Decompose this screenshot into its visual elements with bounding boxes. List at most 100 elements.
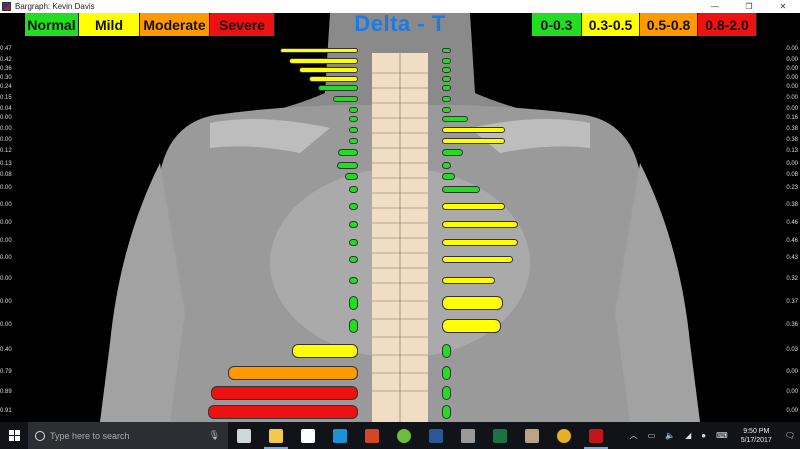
clock-time: 9:50 PM (743, 427, 770, 435)
left-value-label: 0.00 (0, 220, 12, 226)
right-bar (442, 255, 513, 263)
taskbar-app-powerpoint[interactable] (356, 422, 388, 449)
left-bar (349, 138, 358, 144)
taskbar-app-app-photo[interactable] (516, 422, 548, 449)
left-value-label: 0.00 (0, 202, 12, 208)
taskbar-app-excel[interactable] (484, 422, 516, 449)
right-bar (442, 85, 451, 91)
start-button[interactable] (0, 422, 28, 449)
left-bar (349, 255, 358, 263)
right-value-label: 0.46 (786, 238, 798, 244)
taskbar-app-task-view[interactable] (228, 422, 260, 449)
left-bar (349, 107, 358, 113)
right-bar (442, 276, 495, 284)
right-value-label: 0.36 (786, 322, 798, 328)
taskbar-apps (228, 422, 612, 449)
left-bar (344, 172, 358, 180)
left-bar (227, 366, 358, 380)
battery-icon[interactable]: ▭ (647, 431, 656, 440)
left-bar (280, 47, 358, 53)
left-value-label: 0.42 (0, 57, 12, 63)
right-value-label: 0.43 (786, 255, 798, 261)
right-bar (442, 405, 451, 419)
right-bar (442, 107, 451, 113)
left-bar (207, 405, 358, 419)
app-icon (2, 2, 11, 11)
right-bar (442, 127, 505, 133)
left-bar (349, 202, 358, 210)
severity-legend: Normal Mild Moderate Severe (25, 13, 275, 36)
restore-button[interactable]: ❐ (745, 2, 753, 11)
left-bar (349, 116, 358, 122)
left-value-label: 0.08 (0, 172, 12, 178)
right-bar (442, 172, 456, 180)
taskbar-app-store[interactable] (292, 422, 324, 449)
left-value-label: 0.30 (0, 75, 12, 81)
left-value-label: 0.00 (0, 299, 12, 305)
taskbar-app-app-w-green[interactable] (388, 422, 420, 449)
left-bar (349, 276, 358, 284)
right-value-label: 0.00 (786, 95, 798, 101)
left-bar (349, 185, 358, 193)
right-bar (442, 319, 502, 333)
right-bar (442, 161, 451, 169)
right-value-label: 0.13 (786, 148, 798, 154)
right-value-label: 0.00 (786, 369, 798, 375)
left-value-label: 0.00 (0, 115, 12, 121)
left-value-label: 0.13 (0, 161, 12, 167)
right-value-label: 0.32 (786, 276, 798, 282)
taskbar-app-word[interactable] (420, 422, 452, 449)
app-blue-icon (333, 428, 347, 443)
right-bar (442, 366, 451, 380)
right-value-label: 0.00 (786, 75, 798, 81)
taskbar-app-bargraph[interactable] (580, 422, 612, 449)
excel-icon (493, 428, 507, 443)
system-tray: ︿ ▭ 🔈 ◢ ● ⌨ 9:50 PM 5/17/2017 🗨 (625, 422, 800, 449)
chevron-up-icon[interactable]: ︿ (629, 431, 638, 440)
legend-mild: Mild (79, 13, 140, 36)
minimize-button[interactable]: — (711, 2, 719, 11)
right-bar (442, 185, 480, 193)
clock[interactable]: 9:50 PM 5/17/2017 (741, 427, 772, 445)
left-bar (336, 161, 358, 169)
left-value-label: 0.00 (0, 126, 12, 132)
left-bar (349, 220, 358, 228)
task-view-icon (237, 428, 251, 443)
app-gray-icon (461, 428, 475, 443)
right-value-label: 0.00 (786, 408, 798, 414)
chrome-icon (557, 428, 571, 443)
left-value-label: 0.00 (0, 276, 12, 282)
right-value-label: 0.16 (786, 115, 798, 121)
volume-icon[interactable]: 🔈 (665, 431, 676, 440)
taskbar-app-file-explorer[interactable] (260, 422, 292, 449)
range-severe: 0.8-2.0 (698, 13, 757, 36)
clock-date: 5/17/2017 (740, 436, 772, 444)
wifi-icon[interactable]: ◢ (685, 431, 692, 440)
right-value-label: 0.00 (786, 161, 798, 167)
close-button[interactable]: ✕ (779, 2, 787, 11)
taskbar-app-app-blue[interactable] (324, 422, 356, 449)
left-value-label: 0.36 (0, 66, 12, 72)
chart-title: Delta - T (354, 13, 446, 36)
action-center-icon[interactable]: 🗨 (784, 431, 795, 440)
taskbar-app-app-gray[interactable] (452, 422, 484, 449)
right-value-label: 0.37 (786, 299, 798, 305)
right-value-label: 0.00 (786, 389, 798, 395)
taskbar-app-chrome[interactable] (548, 422, 580, 449)
right-value-label: 0.03 (786, 347, 798, 353)
left-value-label: 0.00 (0, 238, 12, 244)
left-value-label: 0.79 (0, 369, 12, 375)
keyboard-icon[interactable]: ⌨ (716, 431, 728, 440)
left-value-label: 0.00 (0, 322, 12, 328)
right-bar (442, 67, 451, 73)
left-bar (338, 148, 358, 156)
taskbar: Type here to search 🎙 ︿ ▭ 🔈 ◢ ● ⌨ 9:50 P… (0, 422, 800, 449)
left-value-label: 0.00 (0, 185, 12, 191)
right-bar (442, 296, 504, 310)
taskbar-search[interactable]: Type here to search 🎙 (28, 422, 228, 449)
app-w-green-icon (397, 428, 411, 443)
weather-icon[interactable]: ● (701, 431, 707, 440)
microphone-icon[interactable]: 🎙 (208, 430, 220, 440)
left-value-label: 0.91 (0, 408, 12, 414)
left-value-label: 0.89 (0, 389, 12, 395)
